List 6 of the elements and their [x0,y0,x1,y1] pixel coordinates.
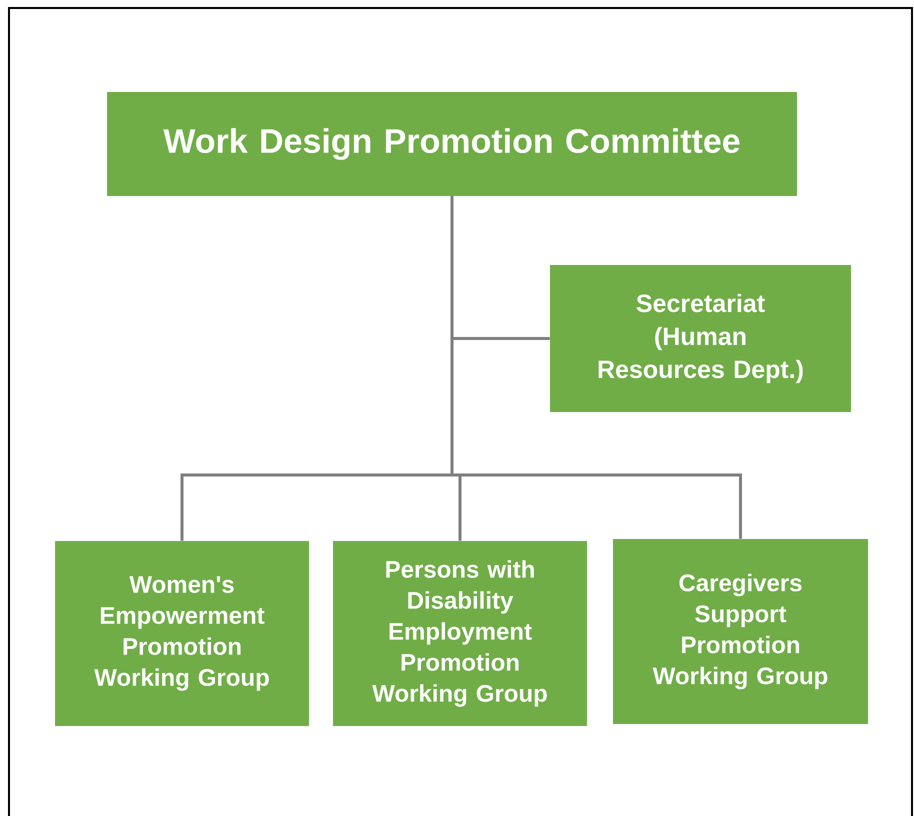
group-box: Persons with Disability Employment Promotion Working Group [333,541,587,726]
connector-line [450,196,742,539]
group-box: Women's Empowerment Promotion Working Group [55,541,309,726]
group-box: Caregivers Support Promotion Working Group [613,539,868,724]
committee-box: Work Design Promotion Committee [107,92,797,196]
group-box: Secretariat (Human Resources Dept.) [550,265,851,412]
